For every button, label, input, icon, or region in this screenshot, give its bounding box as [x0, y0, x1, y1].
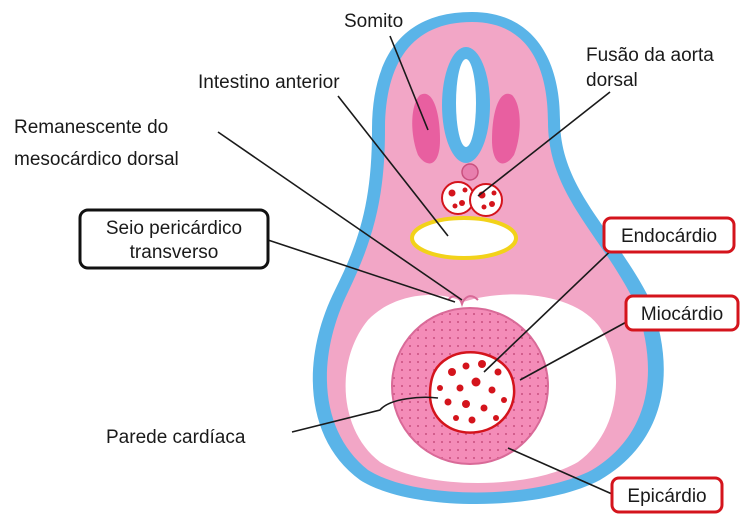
label-seio-line1: Seio pericárdico: [106, 218, 242, 239]
label-remanescente-line2: mesocárdico dorsal: [14, 149, 179, 170]
label-intestino: Intestino anterior: [198, 72, 340, 93]
notochord: [462, 164, 478, 180]
label-fusao-line1: Fusão da aorta: [586, 45, 714, 66]
label-miocardio: Miocárdio: [641, 304, 723, 325]
label-epicardio: Epicárdio: [627, 486, 706, 507]
label-fusao-line2: dorsal: [586, 70, 638, 91]
label-parede: Parede cardíaca: [106, 427, 246, 448]
label-endocardio: Endocárdio: [621, 226, 717, 247]
label-seio-line2: transverso: [130, 242, 219, 263]
neural-canal: [456, 59, 476, 147]
label-remanescente-line1: Remanescente do: [14, 117, 168, 138]
label-somito: Somito: [344, 11, 403, 32]
foregut: [412, 218, 516, 258]
